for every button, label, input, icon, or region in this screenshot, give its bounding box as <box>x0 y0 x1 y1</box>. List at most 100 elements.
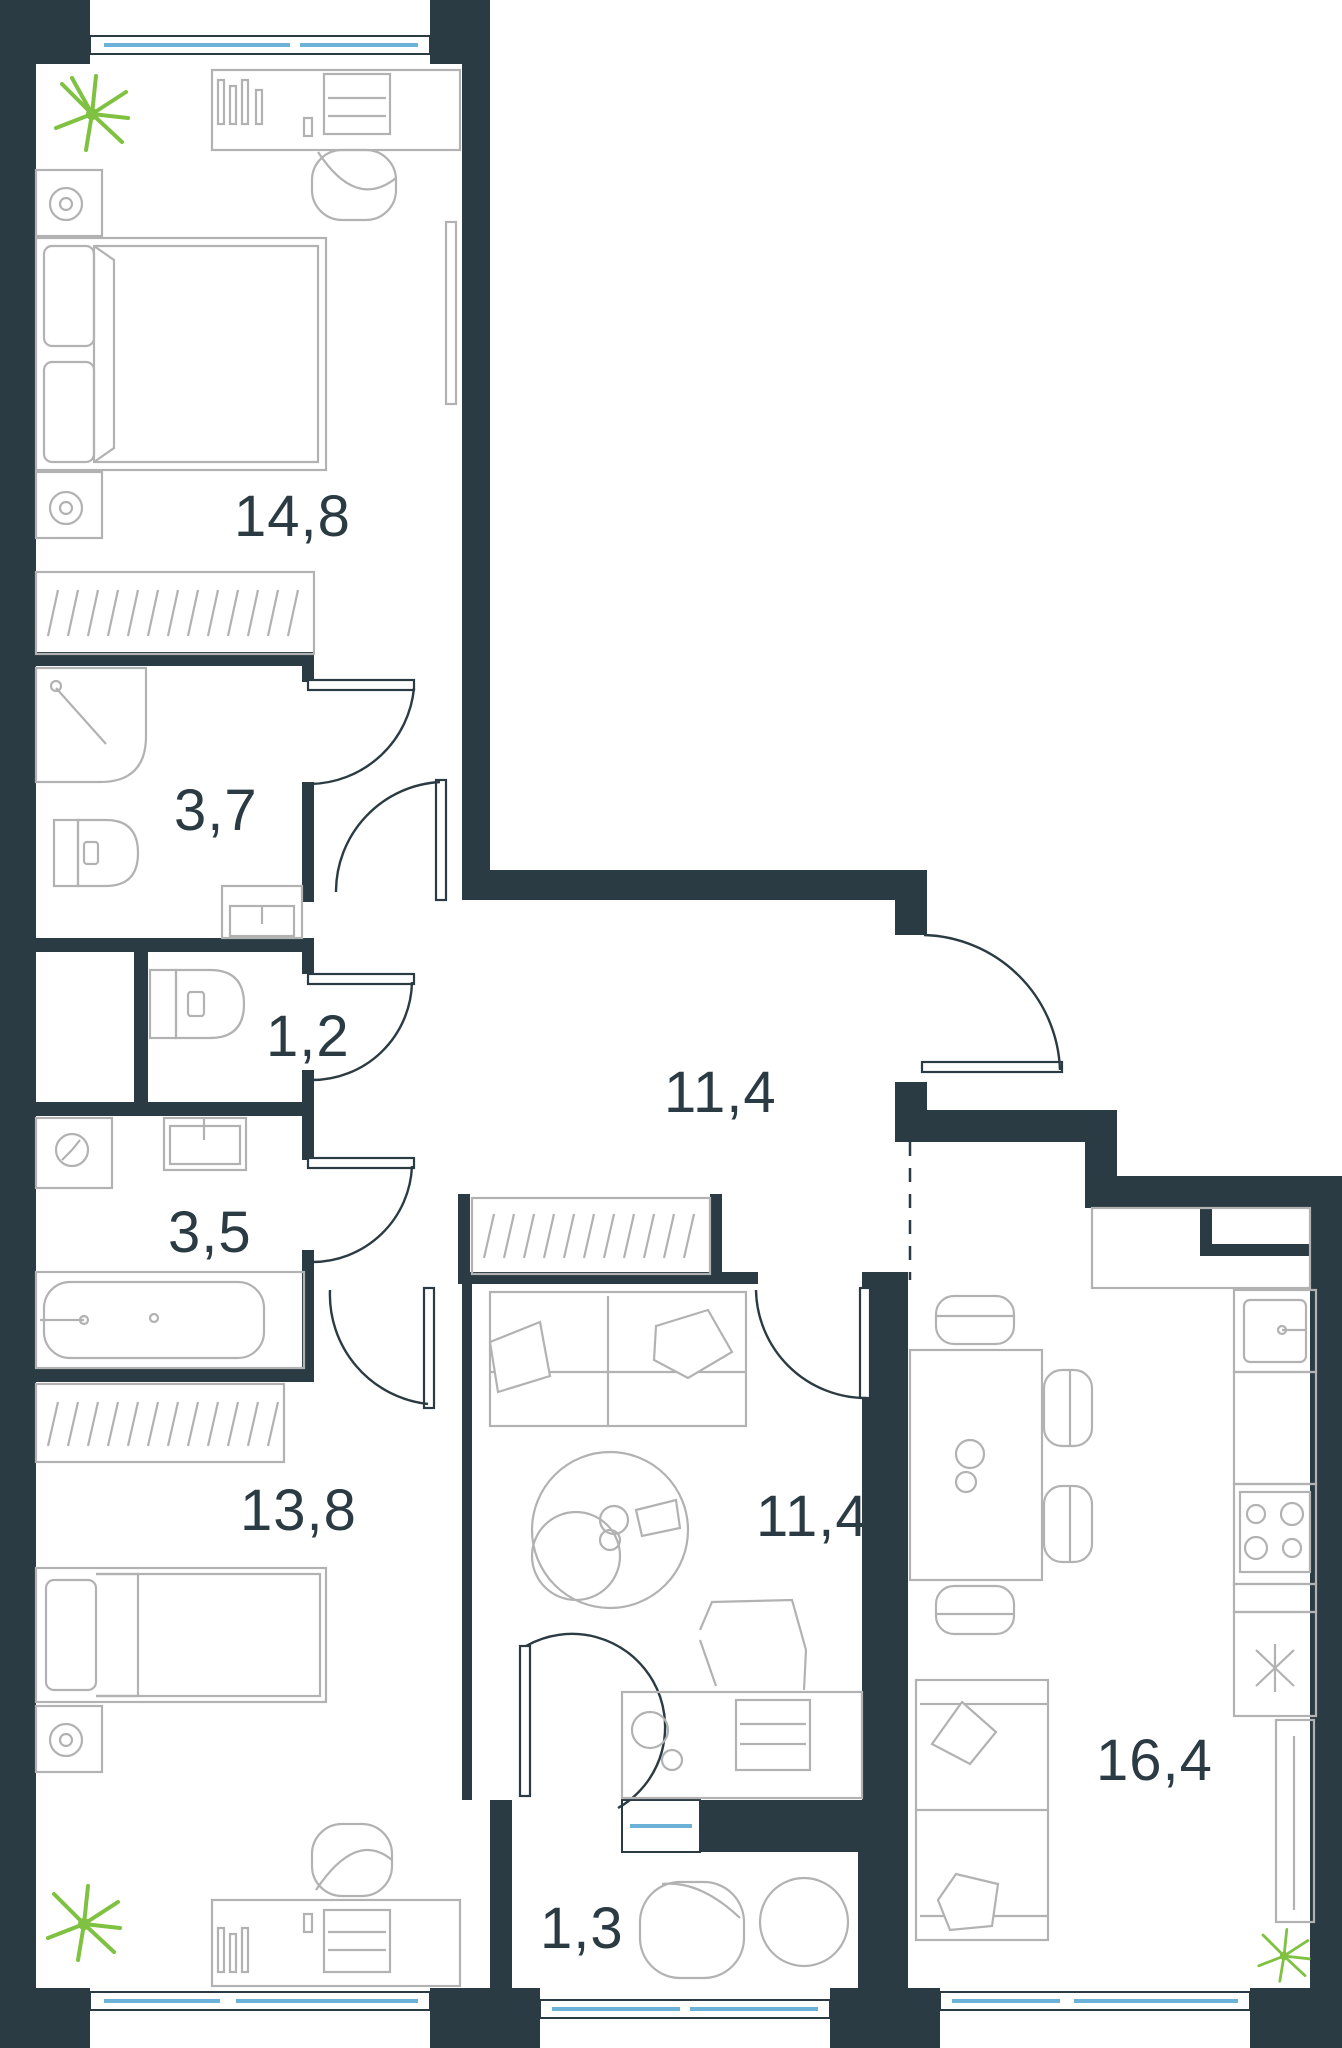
cooktop <box>1232 1482 1318 1586</box>
wardrobe-hanger <box>266 1401 280 1447</box>
wardrobe-hanger <box>146 589 160 637</box>
door-swing-icon <box>306 678 416 786</box>
door-swing-icon <box>754 1286 872 1400</box>
wardrobe-hanger <box>86 589 100 637</box>
wardrobe-hanger <box>522 1213 536 1259</box>
round-table <box>758 1876 850 1968</box>
lounge-chair <box>638 1880 746 1980</box>
wardrobe-hanger <box>286 589 300 637</box>
kitchen-cabinet <box>1232 1370 1318 1486</box>
door-swing-icon <box>306 1156 416 1264</box>
toilet-bowl <box>52 818 140 888</box>
wardrobe-hanger <box>106 589 120 637</box>
kitchen-counter <box>1090 1206 1312 1290</box>
wardrobe-hanger <box>642 1213 656 1259</box>
potted-plant-icon <box>54 74 130 152</box>
wardrobe-hanger <box>46 1401 60 1447</box>
tv-stand <box>1274 1718 1316 1924</box>
sofa <box>488 1290 748 1428</box>
office-chair <box>698 1598 808 1691</box>
wardrobe-hanger <box>66 589 80 637</box>
nightstand <box>34 168 104 238</box>
windows <box>89 35 1251 2019</box>
potted-plant-icon <box>46 1884 122 1962</box>
sink <box>162 1116 248 1172</box>
washing-machine <box>34 1116 114 1190</box>
wardrobe-hanger <box>562 1213 576 1259</box>
area-hallway: 11,4 <box>664 1060 777 1125</box>
wardrobe-hanger <box>166 589 180 637</box>
wardrobe-hanger <box>602 1213 616 1259</box>
wardrobe-hanger <box>582 1213 596 1259</box>
sink <box>220 884 304 940</box>
office-chair <box>310 148 398 222</box>
area-kitchen-dining: 16,4 <box>1096 1728 1213 1793</box>
fridge <box>1232 1610 1318 1718</box>
door-swing-icon <box>518 1632 667 1810</box>
area-living-room: 11,4 <box>756 1484 869 1549</box>
wardrobe-hanger <box>682 1213 696 1259</box>
wardrobe-hanger <box>166 1401 180 1447</box>
shower-cabin <box>34 666 148 784</box>
single-bed <box>34 1566 328 1704</box>
window-icon <box>89 35 431 55</box>
wardrobe <box>470 1196 712 1276</box>
wardrobe-hanger <box>266 589 280 637</box>
wardrobe-hanger <box>126 1401 140 1447</box>
toilet-bowl <box>148 968 246 1040</box>
area-bathroom-shower: 3,7 <box>174 778 258 843</box>
wardrobe-hanger <box>226 589 240 637</box>
desk <box>210 1898 462 1988</box>
bathtub <box>34 1270 306 1370</box>
area-toilet: 1,2 <box>266 1004 350 1069</box>
chair <box>934 1294 1016 1346</box>
area-bedroom-2: 13,8 <box>240 1478 357 1543</box>
nightstand <box>34 470 104 540</box>
wardrobe-hanger <box>86 1401 100 1447</box>
window-icon <box>621 1799 701 1853</box>
wardrobe-hanger <box>186 1401 200 1447</box>
doors <box>306 678 1064 1810</box>
wardrobe-hanger <box>106 1401 120 1447</box>
wardrobe-hanger <box>246 1401 260 1447</box>
kitchen-cabinet <box>1232 1582 1318 1614</box>
wardrobe-hanger <box>542 1213 556 1259</box>
window-icon <box>539 1999 831 2019</box>
wardrobe-hanger <box>662 1213 676 1259</box>
chair <box>1042 1368 1094 1448</box>
wardrobe <box>34 570 316 656</box>
chair <box>1042 1484 1094 1564</box>
wardrobe <box>34 1382 286 1464</box>
area-bedroom-1: 14,8 <box>234 484 351 549</box>
window-icon <box>939 1991 1251 2011</box>
area-balcony: 1,3 <box>540 1896 624 1961</box>
window-icon <box>89 1991 431 2011</box>
door-swing-icon <box>328 1286 436 1410</box>
wardrobe-hanger <box>482 1213 496 1259</box>
furniture <box>34 68 1318 1988</box>
dining-table <box>908 1348 1044 1582</box>
wardrobe-hanger <box>622 1213 636 1259</box>
wardrobe-hanger <box>502 1213 516 1259</box>
room-area-labels: 14,8 3,7 1,2 11,4 3,5 13,8 11,4 16,4 1,3 <box>168 484 1213 1961</box>
coffee-table <box>530 1450 690 1610</box>
wall-mirror <box>444 220 458 406</box>
double-bed <box>34 236 328 472</box>
wardrobe-hanger <box>206 589 220 637</box>
kitchen-sink <box>1232 1288 1318 1374</box>
desk <box>620 1690 864 1800</box>
chair <box>934 1584 1016 1636</box>
wardrobe-hanger <box>126 589 140 637</box>
nightstand <box>34 1704 104 1774</box>
door-swing-icon <box>334 778 448 902</box>
sofa <box>914 1678 1050 1942</box>
wardrobe-hanger <box>246 589 260 637</box>
door-swing-icon <box>920 933 1064 1074</box>
wardrobe-hanger <box>206 1401 220 1447</box>
wardrobe-hanger <box>226 1401 240 1447</box>
wardrobe-hanger <box>66 1401 80 1447</box>
wardrobe-hanger <box>186 589 200 637</box>
office-chair <box>310 1822 394 1898</box>
area-bathroom-tub: 3,5 <box>168 1200 252 1265</box>
